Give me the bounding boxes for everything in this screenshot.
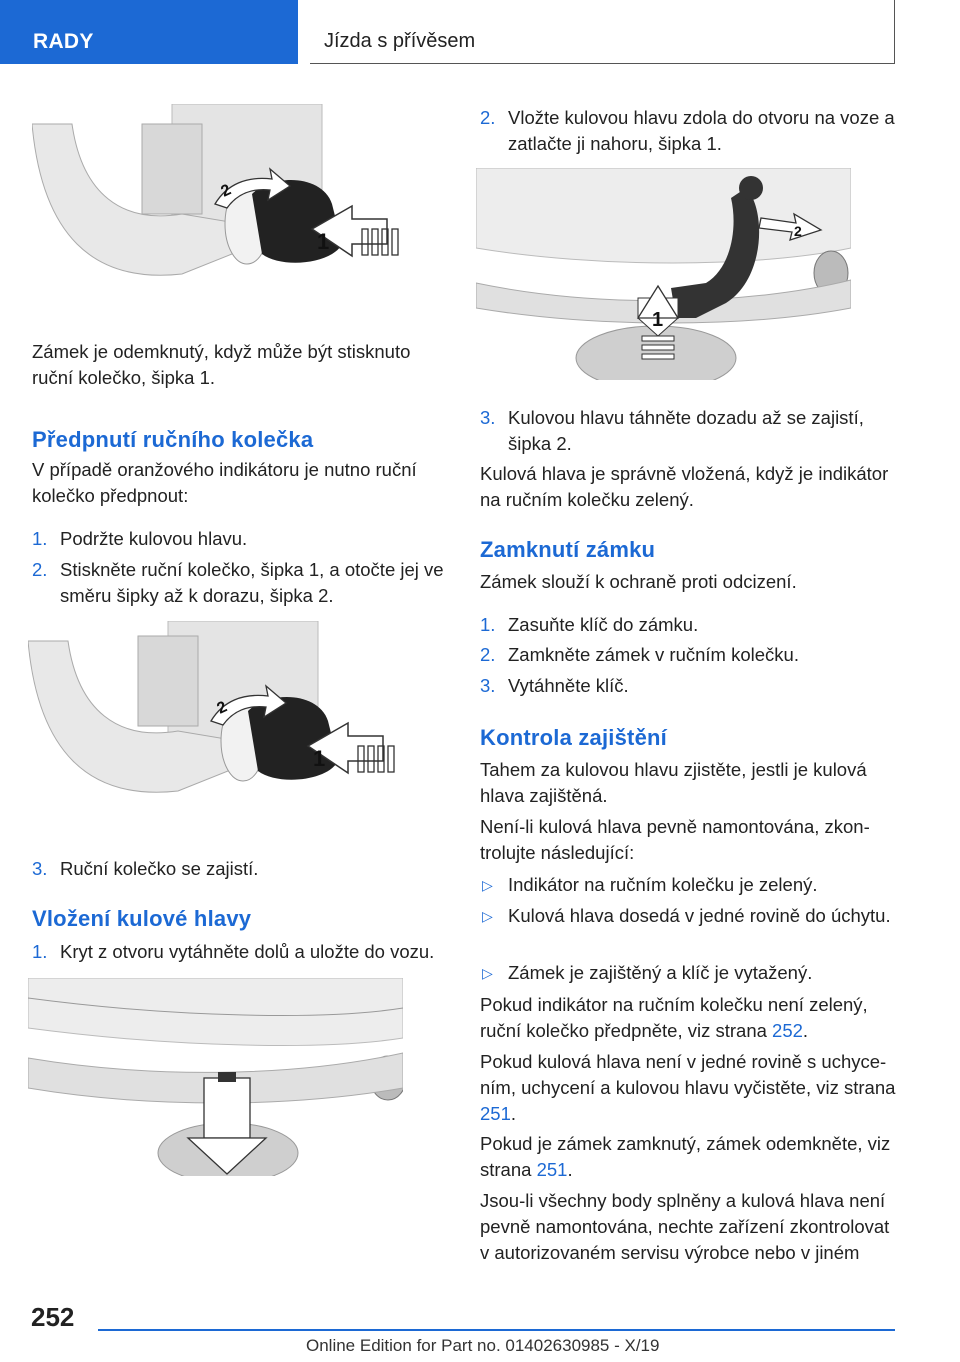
check-text-2: Není-li kulová hlava pevně namontována, … [480,816,870,863]
figure-handwheel-pretension: 1 2 [28,621,398,821]
pretension-intro: V případě oranžového indikátoru je nutno… [32,459,417,506]
footer-divider [98,1329,895,1331]
arrow-label-1: 1 [652,309,663,331]
final-text: Jsou-li všechny body splněny a kulová hl… [480,1190,890,1263]
arrow-label-1: 1 [313,746,325,771]
page-link-251[interactable]: 251 [536,1159,568,1180]
page-link-251[interactable]: 251 [480,1103,511,1124]
arrow-label-2: 2 [794,223,802,239]
locked-text: Pokud je zámek zamknutý, zámek odemkněte… [480,1133,891,1180]
handwheel-shape [252,180,342,263]
figure-cover-removal [28,978,403,1176]
figure-ball-head-insertion: 1 2 [476,168,851,380]
chapter-title: Jízda s přívěsem [324,30,476,52]
check-text-1: Tahem za kulovou hlavu zjistěte, jestli … [480,759,867,806]
figure-handwheel-unlocked: 1 2 [32,104,402,316]
heading-lock: Zamknutí zámku [480,537,656,562]
heading-insert: Vložení kulové hlavy [32,906,252,931]
unlocked-text: Zámek je odemknutý, když může být stiskn… [32,341,411,388]
not-green-text: Pokud indikátor na ručním kolečku není z… [480,994,868,1041]
heading-check: Kontrola zajištění [480,725,667,750]
bullet-triangle-icon: ▷ [482,965,493,981]
not-flush-text: Pokud kulová hlava není v jedné rovině s… [480,1051,896,1124]
page-link-252[interactable]: 252 [772,1020,803,1041]
inserted-text: Kulová hlava je správně vložená, když je… [480,463,889,510]
section-tab: RADY [0,0,298,64]
page-number: 252 [31,1302,75,1332]
edition-text: Online Edition for Part no. 01402630985 … [306,1336,660,1355]
chapter-header: Jízda s přívěsem [310,0,895,64]
section-label: RADY [33,30,94,53]
bullet-triangle-icon: ▷ [482,877,493,893]
lock-intro: Zámek slouží k ochraně proti odcizení. [480,571,797,592]
bullet-triangle-icon: ▷ [482,908,493,924]
arrow-label-1: 1 [317,229,329,254]
heading-pretension: Předpnutí ručního kolečka [32,427,314,452]
